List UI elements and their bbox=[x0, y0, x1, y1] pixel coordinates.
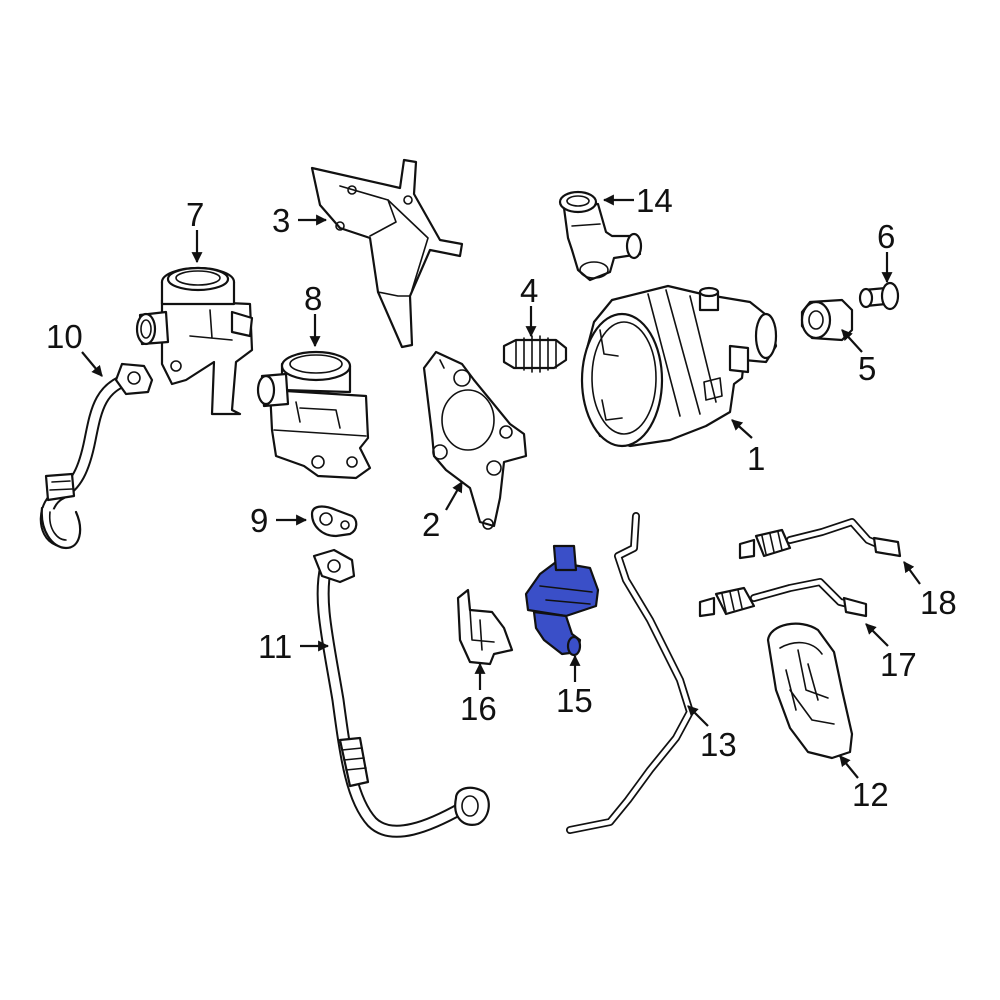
callout-14: 14 bbox=[636, 182, 673, 219]
part-15-connector bbox=[552, 544, 578, 572]
part-4-damper[interactable] bbox=[502, 335, 568, 373]
leader-10 bbox=[81, 351, 103, 377]
callout-2: 2 bbox=[422, 506, 440, 543]
part-14-check-valve[interactable] bbox=[558, 190, 643, 282]
callout-7: 7 bbox=[186, 196, 204, 233]
part-12-heat-shield[interactable] bbox=[766, 622, 854, 760]
callout-18: 18 bbox=[920, 584, 957, 621]
callout-12: 12 bbox=[852, 776, 889, 813]
callout-9: 9 bbox=[250, 502, 268, 539]
part-8-valve[interactable] bbox=[256, 350, 372, 480]
leader-18 bbox=[903, 561, 921, 585]
callout-13: 13 bbox=[700, 726, 737, 763]
leader-13 bbox=[687, 705, 709, 727]
callout-1: 1 bbox=[747, 440, 765, 477]
callout-15: 15 bbox=[556, 682, 593, 719]
part-7-valve[interactable] bbox=[135, 266, 254, 416]
part-13-line[interactable] bbox=[566, 512, 694, 834]
leader-17 bbox=[865, 623, 889, 647]
part-1-air-pump[interactable] bbox=[580, 284, 778, 448]
part-15-valve[interactable] bbox=[524, 544, 600, 657]
callout-16: 16 bbox=[460, 690, 497, 727]
part-17-sensor[interactable] bbox=[698, 578, 868, 618]
leader-5 bbox=[841, 329, 863, 353]
part-3-bracket[interactable] bbox=[310, 158, 464, 349]
part-16-bracket[interactable] bbox=[456, 588, 514, 666]
callout-4: 4 bbox=[520, 272, 538, 309]
callout-8: 8 bbox=[304, 280, 322, 317]
part-11-pipe[interactable] bbox=[312, 548, 490, 838]
callout-6: 6 bbox=[877, 218, 895, 255]
part-18-sensor[interactable] bbox=[738, 518, 902, 560]
callout-3: 3 bbox=[272, 202, 290, 239]
part-9-gasket[interactable] bbox=[310, 505, 358, 538]
part-6-bolt[interactable] bbox=[858, 281, 900, 311]
callout-5: 5 bbox=[858, 350, 876, 387]
callout-17: 17 bbox=[880, 646, 917, 683]
leader-2 bbox=[445, 481, 463, 511]
callout-10: 10 bbox=[46, 318, 83, 355]
leader-12 bbox=[839, 755, 859, 779]
part-15-nozzle bbox=[566, 635, 582, 657]
part-2-plate[interactable] bbox=[422, 350, 528, 530]
part-10-pipe[interactable] bbox=[39, 362, 154, 550]
callout-11: 11 bbox=[258, 628, 292, 665]
leader-1 bbox=[731, 419, 753, 439]
